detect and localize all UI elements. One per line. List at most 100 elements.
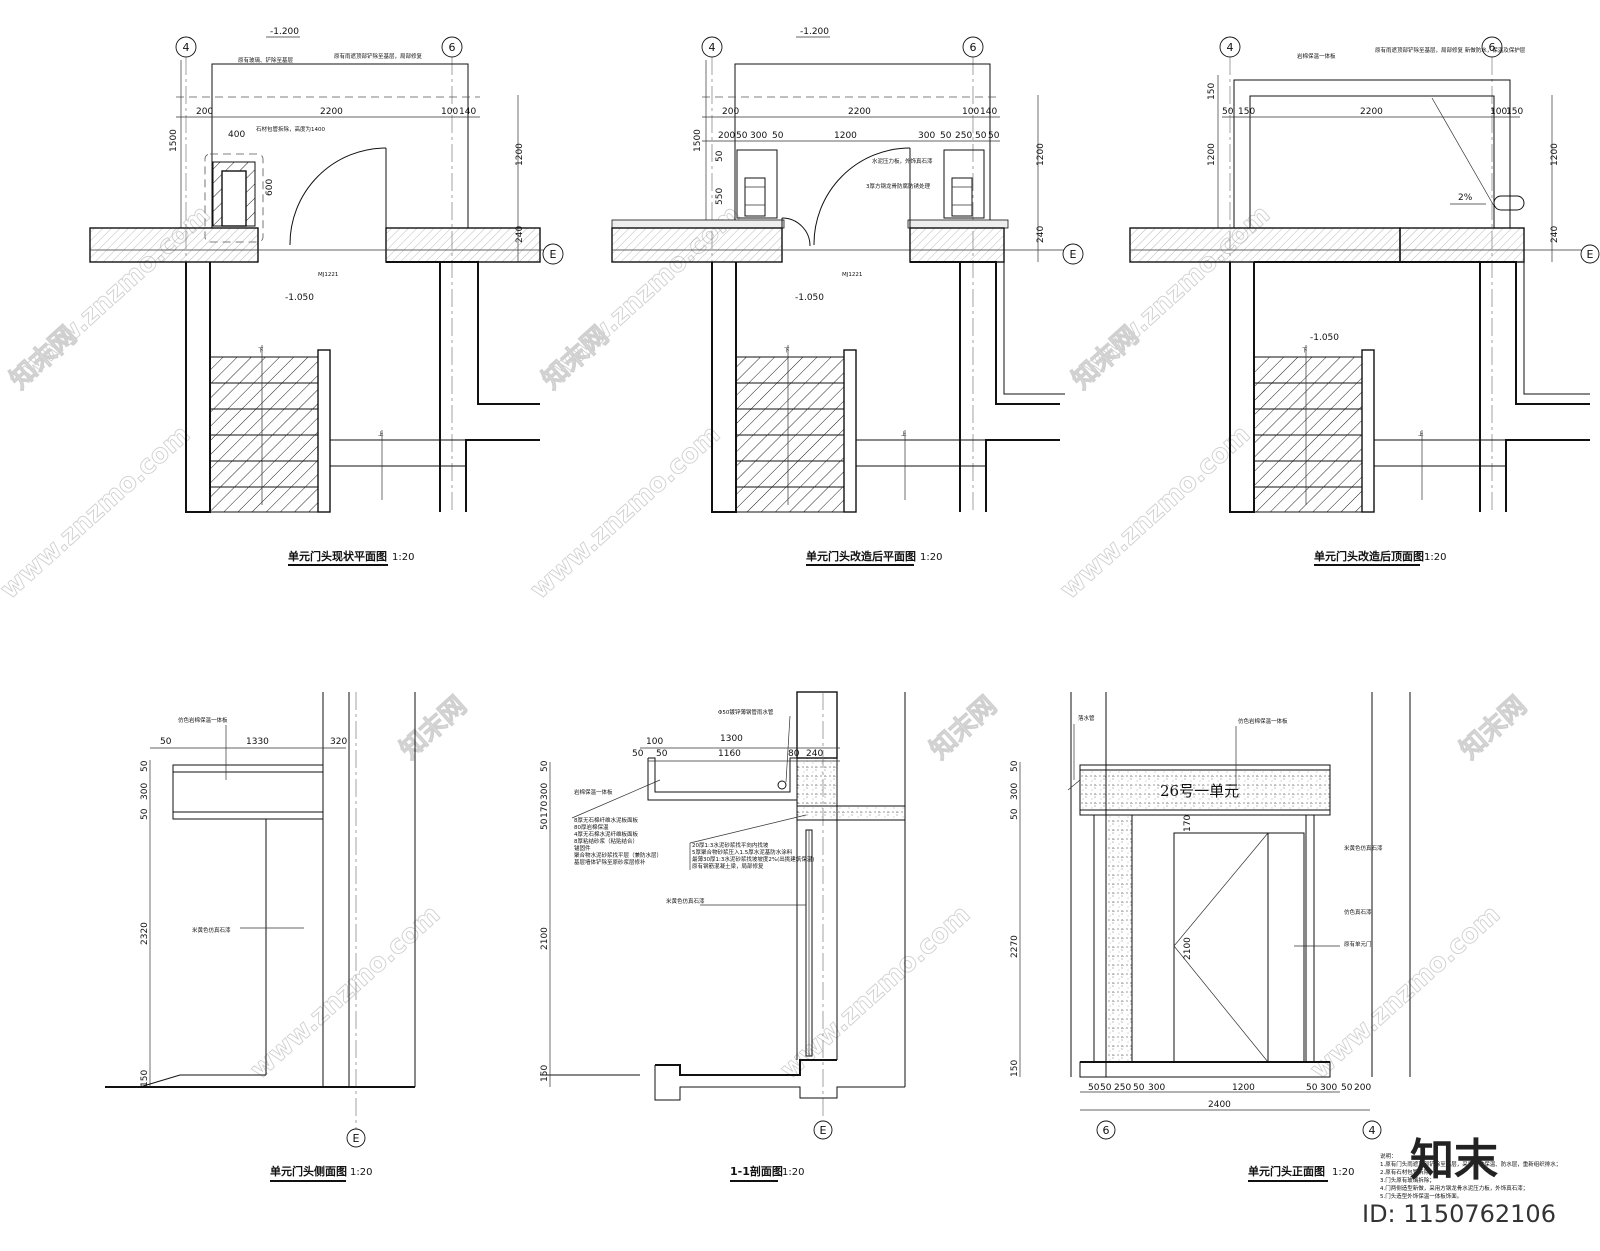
- drawing-label: 1200: [1207, 143, 1217, 166]
- drawing-label: -1.050: [285, 293, 314, 303]
- drawing-label: 2100: [1183, 937, 1193, 960]
- drawing-label: 250: [1114, 1083, 1131, 1093]
- drawing-label: 1200: [1550, 143, 1560, 166]
- plan-existing: 4 6 -1.200 200 2200 100 140 400 1500 120…: [89, 27, 564, 566]
- drawing-label: 2200: [1360, 107, 1383, 117]
- drawing-label: 50: [1341, 1083, 1353, 1093]
- drawing-label: MJ1221: [318, 272, 338, 278]
- watermark-id: ID: 1150762106: [1362, 1200, 1556, 1228]
- drawing-label: 150: [540, 1065, 550, 1082]
- drawing-label: 1:20: [392, 552, 414, 563]
- drawing-label: E: [820, 1124, 827, 1137]
- drawing-label: 下: [784, 347, 790, 354]
- drawing-label: 100: [962, 107, 979, 117]
- drawing-label: 1:20: [350, 1167, 372, 1178]
- drawing-label: 原有玻璃、铲除至基层: [238, 56, 294, 64]
- drawing-label: 600: [265, 179, 275, 196]
- drawing-label: 170: [540, 801, 550, 818]
- drawing-label: 1:20: [920, 552, 942, 563]
- drawing-label: 米黄色仿真石漆: [666, 897, 705, 905]
- drawing-label: 240: [1036, 226, 1046, 243]
- drawing-label: 200: [196, 107, 213, 117]
- axis-label-6: 6: [449, 41, 456, 54]
- drawing-label: 50: [1088, 1083, 1100, 1093]
- drawing-label: 50: [940, 131, 952, 141]
- drawing-label: 50: [975, 131, 987, 141]
- drawing-label: 240: [806, 749, 823, 759]
- drawing-label: 50: [1010, 760, 1020, 772]
- drawing-label: MJ1221: [842, 272, 862, 278]
- drawing-label: 原有雨遮顶部铲除至基层，局部修复 新做防水，保温及保护层: [1375, 46, 1526, 54]
- drawing-label: 原有钢筋混凝土梁，局部修复: [692, 862, 764, 870]
- drawing-label: 150: [1506, 107, 1523, 117]
- watermark-brand: 知末网: [537, 321, 615, 395]
- drawing-label: 聚合物水泥砂浆找平层（兼防水层）: [574, 851, 662, 859]
- drawing-label: 仿色真石漆: [1344, 908, 1372, 916]
- drawing-label: 50: [1133, 1083, 1145, 1093]
- drawing-label: 100: [646, 737, 663, 747]
- drawing-label: 2400: [1208, 1100, 1231, 1110]
- drawing-label: 2100: [540, 927, 550, 950]
- drawing-label: 米黄色仿真石漆: [192, 926, 231, 934]
- drawing-label: 单元门头改造后顶面图: [1314, 549, 1424, 563]
- drawing-label: 上: [378, 430, 384, 438]
- drawing-label: 2270: [1010, 935, 1020, 958]
- drawing-label: 1:20: [1424, 552, 1446, 563]
- drawing-label: 50: [140, 808, 150, 820]
- building-sign: 26号一单元: [1160, 782, 1239, 800]
- drawing-label: 下: [1302, 347, 1308, 354]
- drawing-label: E: [1587, 248, 1594, 261]
- drawing-label: E: [1070, 248, 1077, 261]
- watermark-layer: www.znzmo.com www.znzmo.com www.znzmo.co…: [0, 199, 1533, 1086]
- drawing-label: 1330: [246, 737, 269, 747]
- drawing-label: 1300: [720, 734, 743, 744]
- drawing-label: 3厚方钢龙骨防腐防锈处理: [866, 182, 931, 190]
- drawing-label: 2.原有石材包管拆除；: [1380, 1168, 1435, 1176]
- drawing-label: 5.门头造型外饰保温一体板饰面。: [1380, 1192, 1462, 1200]
- plan-ceiling: 4 6 2% 岩棉保温一体板 原有雨遮顶部铲除至基层，局部修复 新做防水，保温及…: [1129, 36, 1600, 566]
- drawing-label: -1.050: [1310, 333, 1339, 343]
- drawing-label: 3.门头原有玻璃拆除；: [1380, 1176, 1435, 1184]
- section-1-1: 50 300 170 50 2100 150 100 1300 50 50 11…: [540, 691, 906, 1182]
- drawing-label: 1200: [1232, 1083, 1255, 1093]
- drawing-label: 50: [632, 749, 644, 759]
- drawing-label: 150: [1207, 83, 1217, 100]
- drawing-label: 50: [988, 131, 1000, 141]
- drawing-label: 50: [540, 760, 550, 772]
- drawing-label: 6: [970, 41, 977, 54]
- drawing-label: 上: [901, 430, 907, 438]
- drawing-label: Φ50镀锌薄钢管雨水管: [718, 708, 774, 716]
- watermark-text: www.znzmo.com: [775, 899, 977, 1085]
- drawing-label: 50: [772, 131, 784, 141]
- watermark-brand: 知末网: [1455, 691, 1533, 765]
- drawing-label: 2%: [1458, 193, 1473, 203]
- drawing-label: E: [550, 248, 557, 261]
- watermark-text: www.znzmo.com: [245, 899, 447, 1085]
- drawing-label: 岩棉保温一体板: [574, 788, 613, 796]
- drawing-label: 最薄30厚1:3水泥砂浆找坡坡度2%(出挑建筑保温): [692, 855, 814, 863]
- drawing-label: 5厚聚合物砂浆压入1.5厚水泥基防水涂料: [692, 848, 793, 856]
- drawing-label: 50: [160, 737, 172, 747]
- drawing-label: 2320: [140, 922, 150, 945]
- watermark-brand: 知末网: [925, 691, 1003, 765]
- drawing-label: 1500: [169, 129, 179, 152]
- drawing-label: 单元门头正面图: [1248, 1164, 1325, 1178]
- drawing-label: 150: [140, 1070, 150, 1087]
- drawing-label: 50: [1100, 1083, 1112, 1093]
- drawing-label: 50: [140, 760, 150, 772]
- drawing-label: 140: [459, 107, 476, 117]
- watermark-text: www.znzmo.com: [1055, 419, 1257, 605]
- drawing-label: 100: [1490, 107, 1507, 117]
- drawing-label: 2200: [320, 107, 343, 117]
- drawing-label: 300: [918, 131, 935, 141]
- watermark-logo: 知末: [1410, 1135, 1498, 1186]
- drawing-label: 单元门头侧面图: [270, 1164, 347, 1178]
- drawing-label: 说明：: [1380, 1152, 1397, 1160]
- drawing-label: 170: [1183, 815, 1193, 832]
- drawing-label: 1200: [515, 143, 525, 166]
- drawing-label: 320: [330, 737, 347, 747]
- drawing-label: 140: [980, 107, 997, 117]
- drawing-label: 150: [1010, 1060, 1020, 1077]
- drawing-label: 锚固件: [574, 844, 591, 852]
- drawing-label: 4.门两侧造型新做，采用方钢龙骨水泥压力板，外饰真石漆；: [1380, 1184, 1528, 1192]
